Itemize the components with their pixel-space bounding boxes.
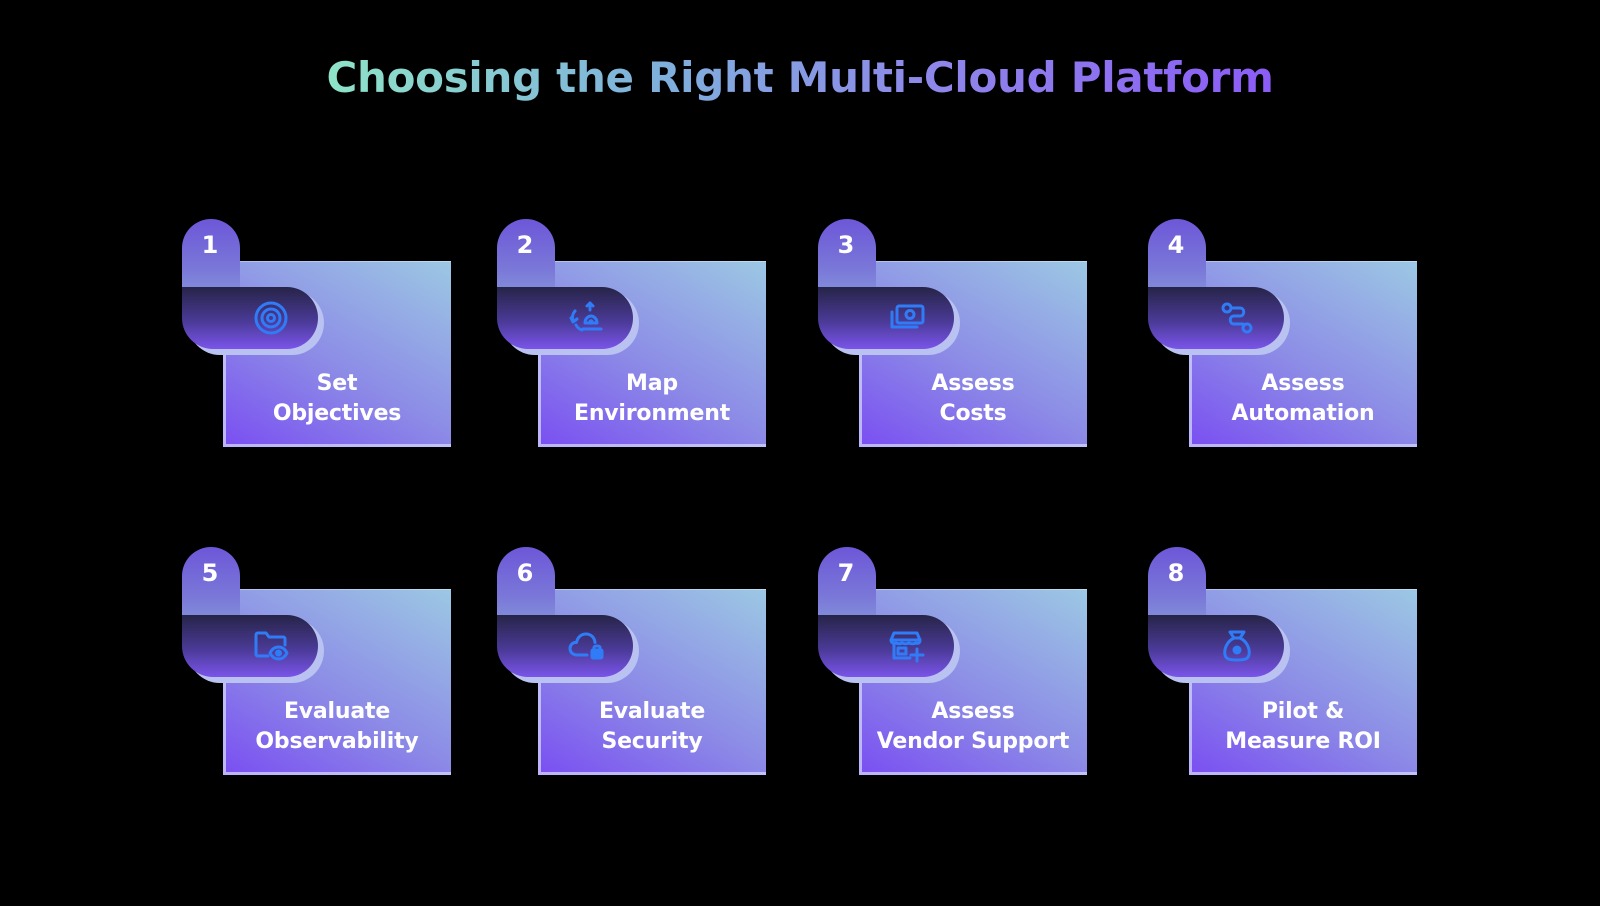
icon-pill [182,615,318,677]
step-label: Assess Vendor Support [876,699,1070,754]
step-number: 1 [201,231,219,259]
step-number: 5 [201,559,219,587]
cloud-lock-icon [565,625,607,667]
step-label: Assess Automation [1231,371,1375,426]
step-number: 6 [516,559,534,587]
map-sync-icon [565,297,607,339]
icon-pill [1148,615,1284,677]
step-label: Pilot & Measure ROI [1225,699,1381,754]
workflow-route-icon [1216,297,1258,339]
step-4-card: 4 Assess Automation [1148,219,1417,453]
step-8-card: 8 Pilot & Measure ROI [1148,547,1417,781]
page-title: Choosing the Right Multi-Cloud Platform [326,53,1274,102]
step-6-card: 6 Evaluate Security [497,547,766,781]
target-icon [250,297,292,339]
icon-pill [497,615,633,677]
step-number: 3 [837,231,855,259]
step-label: Assess Costs [931,371,1015,426]
folder-eye-icon [250,625,292,667]
money-bag-icon [1216,625,1258,667]
step-label: Evaluate Observability [255,699,419,754]
step-number: 2 [516,231,534,259]
icon-pill [1148,287,1284,349]
icon-pill [497,287,633,349]
step-number: 8 [1167,559,1185,587]
step-label: Evaluate Security [598,699,706,754]
step-7-card: 7 Assess Vendor Support [818,547,1087,781]
icon-pill [818,615,954,677]
store-add-icon [886,625,928,667]
step-number: 4 [1167,231,1185,259]
money-icon [886,297,928,339]
step-2-card: 2 Map Environment [497,219,766,453]
icon-pill [818,287,954,349]
step-5-card: 5 Evaluate Observability [182,547,451,781]
step-label: Map Environment [573,371,731,426]
step-label: Set Objectives [272,371,402,426]
step-number: 7 [837,559,855,587]
icon-pill [182,287,318,349]
step-1-card: 1 Set Objectives [182,219,451,453]
step-3-card: 3 Assess Costs [818,219,1087,453]
